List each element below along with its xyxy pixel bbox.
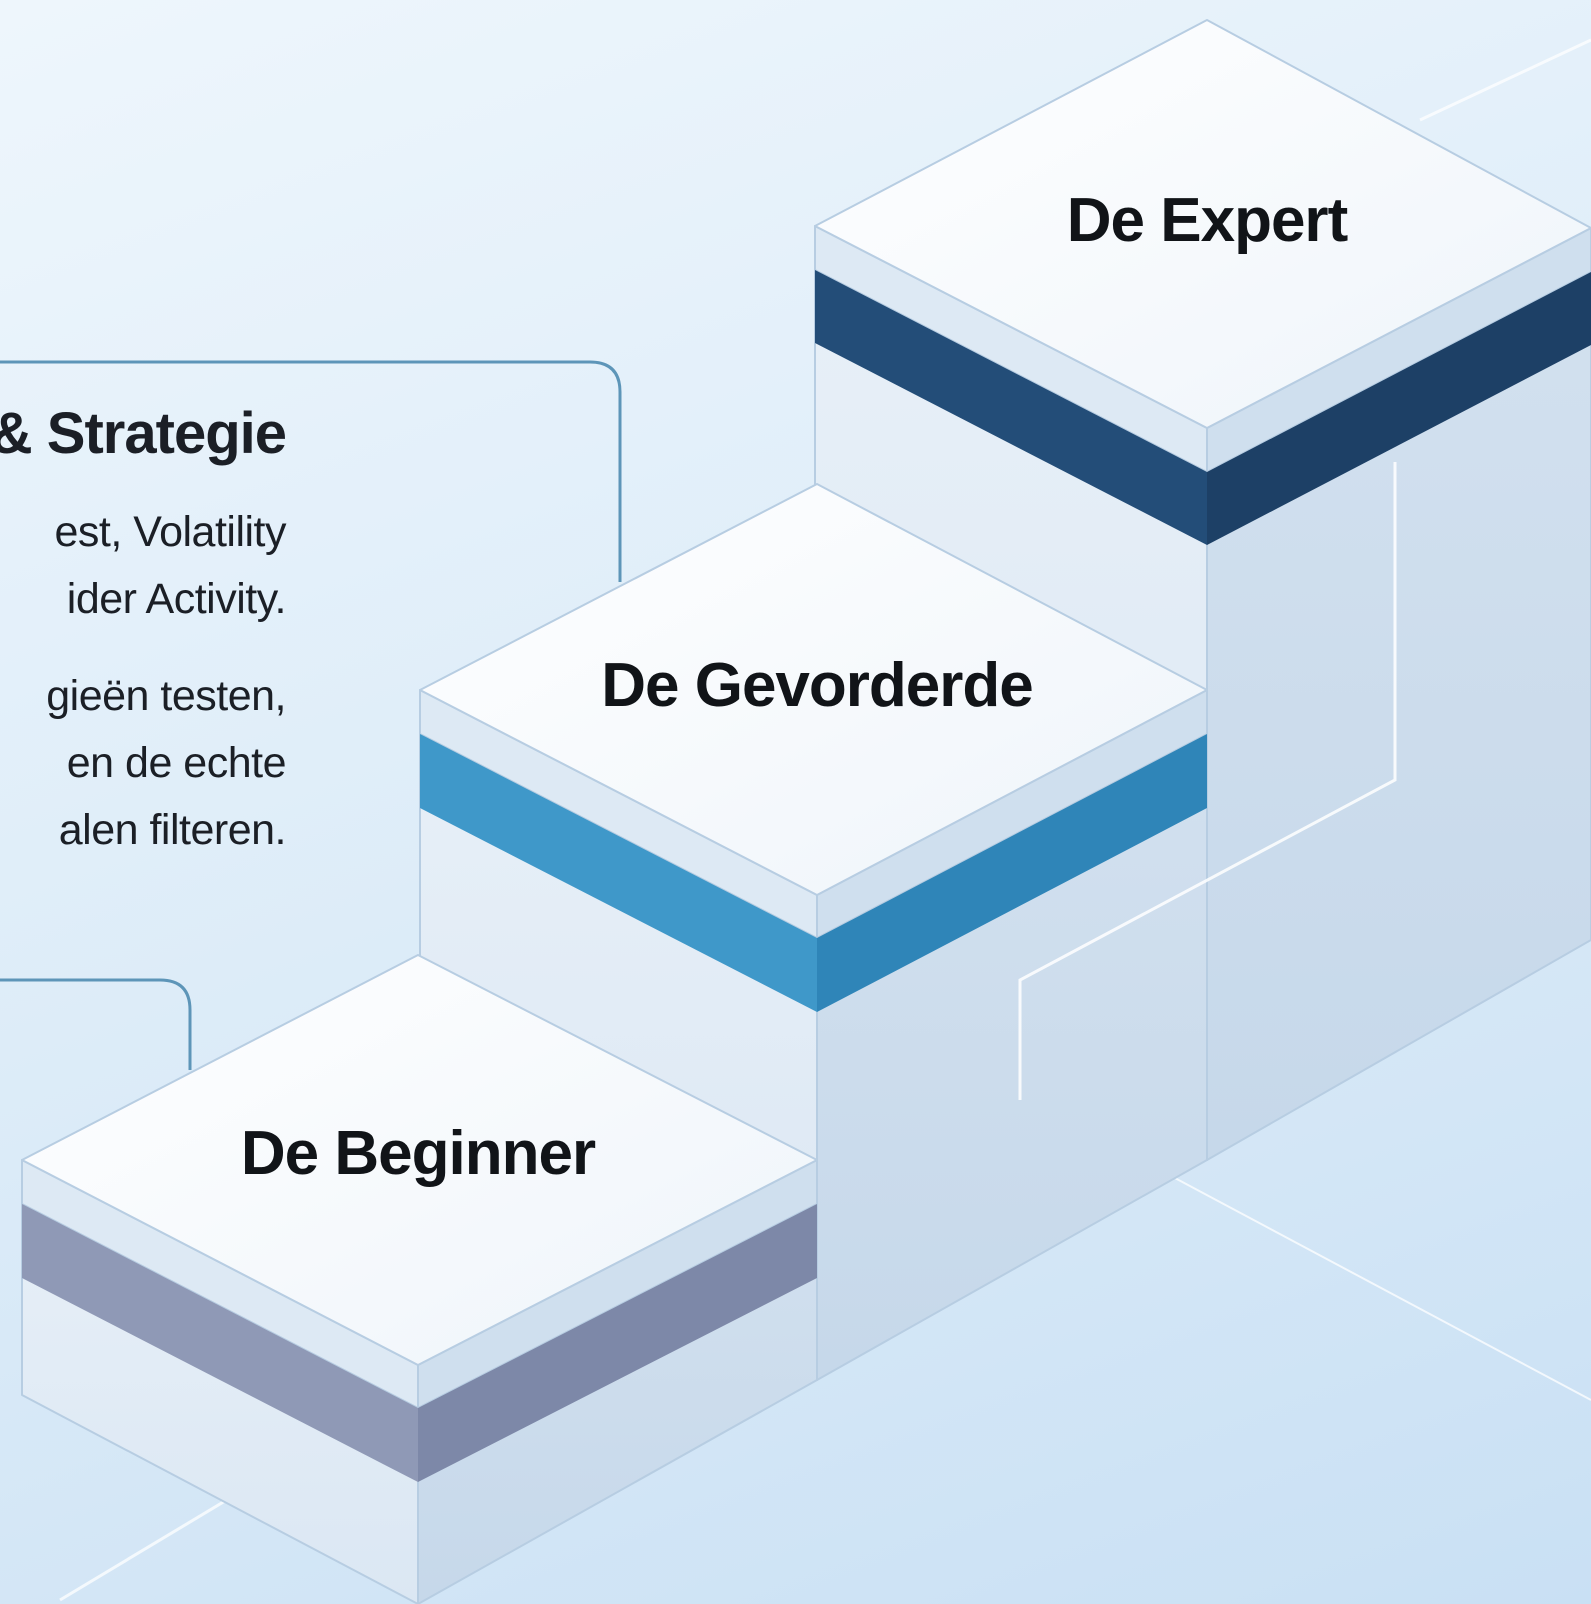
info-card-line: ider Activity. [66,575,287,623]
info-card-line: gieën testen, [46,672,286,720]
expert-band-left [815,270,1207,545]
info-card-line: alen filteren. [58,806,287,854]
step-gevorderde [419,483,1208,1381]
gevorderde-band-right [817,734,1207,1012]
info-card-frame [0,360,622,582]
info-card-line: est, Volatility [54,508,287,556]
info-card-title: & Strategie [0,401,287,466]
step-label-expert: De Expert [1066,186,1348,255]
info-card-line: en de echte [66,739,287,787]
expert-band-right [1207,272,1591,545]
expert-top-face [814,19,1591,429]
step-beginner [21,954,818,1604]
gevorderde-top-face [419,483,1208,896]
beginner-band-left [22,1204,418,1482]
step-label-beginner: De Beginner [240,1119,596,1188]
gevorderde-band-left [420,734,817,1012]
step-label-gevorderde: De Gevorderde [601,651,1034,720]
beginner-band-right [418,1204,817,1482]
beginner-top-face [21,954,818,1366]
lower-card-frame [0,978,192,1070]
